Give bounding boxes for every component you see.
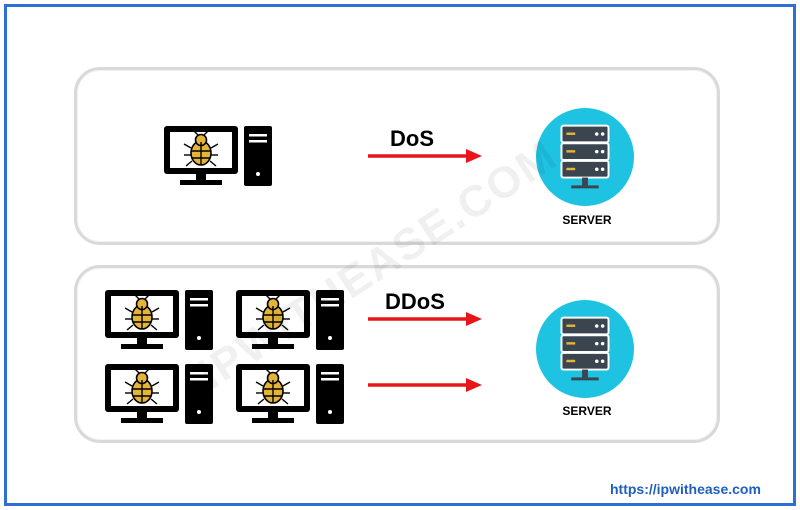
infected-computer-icon [162, 124, 274, 188]
server-label: SERVER [562, 213, 612, 227]
ddos-label: DDoS [385, 289, 445, 314]
server-label: SERVER [562, 404, 612, 418]
arrow-icon [368, 149, 482, 163]
infected-computer-icon [103, 288, 215, 352]
dos-label: DoS [390, 126, 434, 151]
arrow-icon [368, 378, 482, 392]
arrow-icon [368, 312, 482, 326]
diagram-frame [4, 4, 796, 506]
website-link[interactable]: https://ipwithease.com [610, 481, 761, 497]
server-icon [536, 300, 634, 398]
